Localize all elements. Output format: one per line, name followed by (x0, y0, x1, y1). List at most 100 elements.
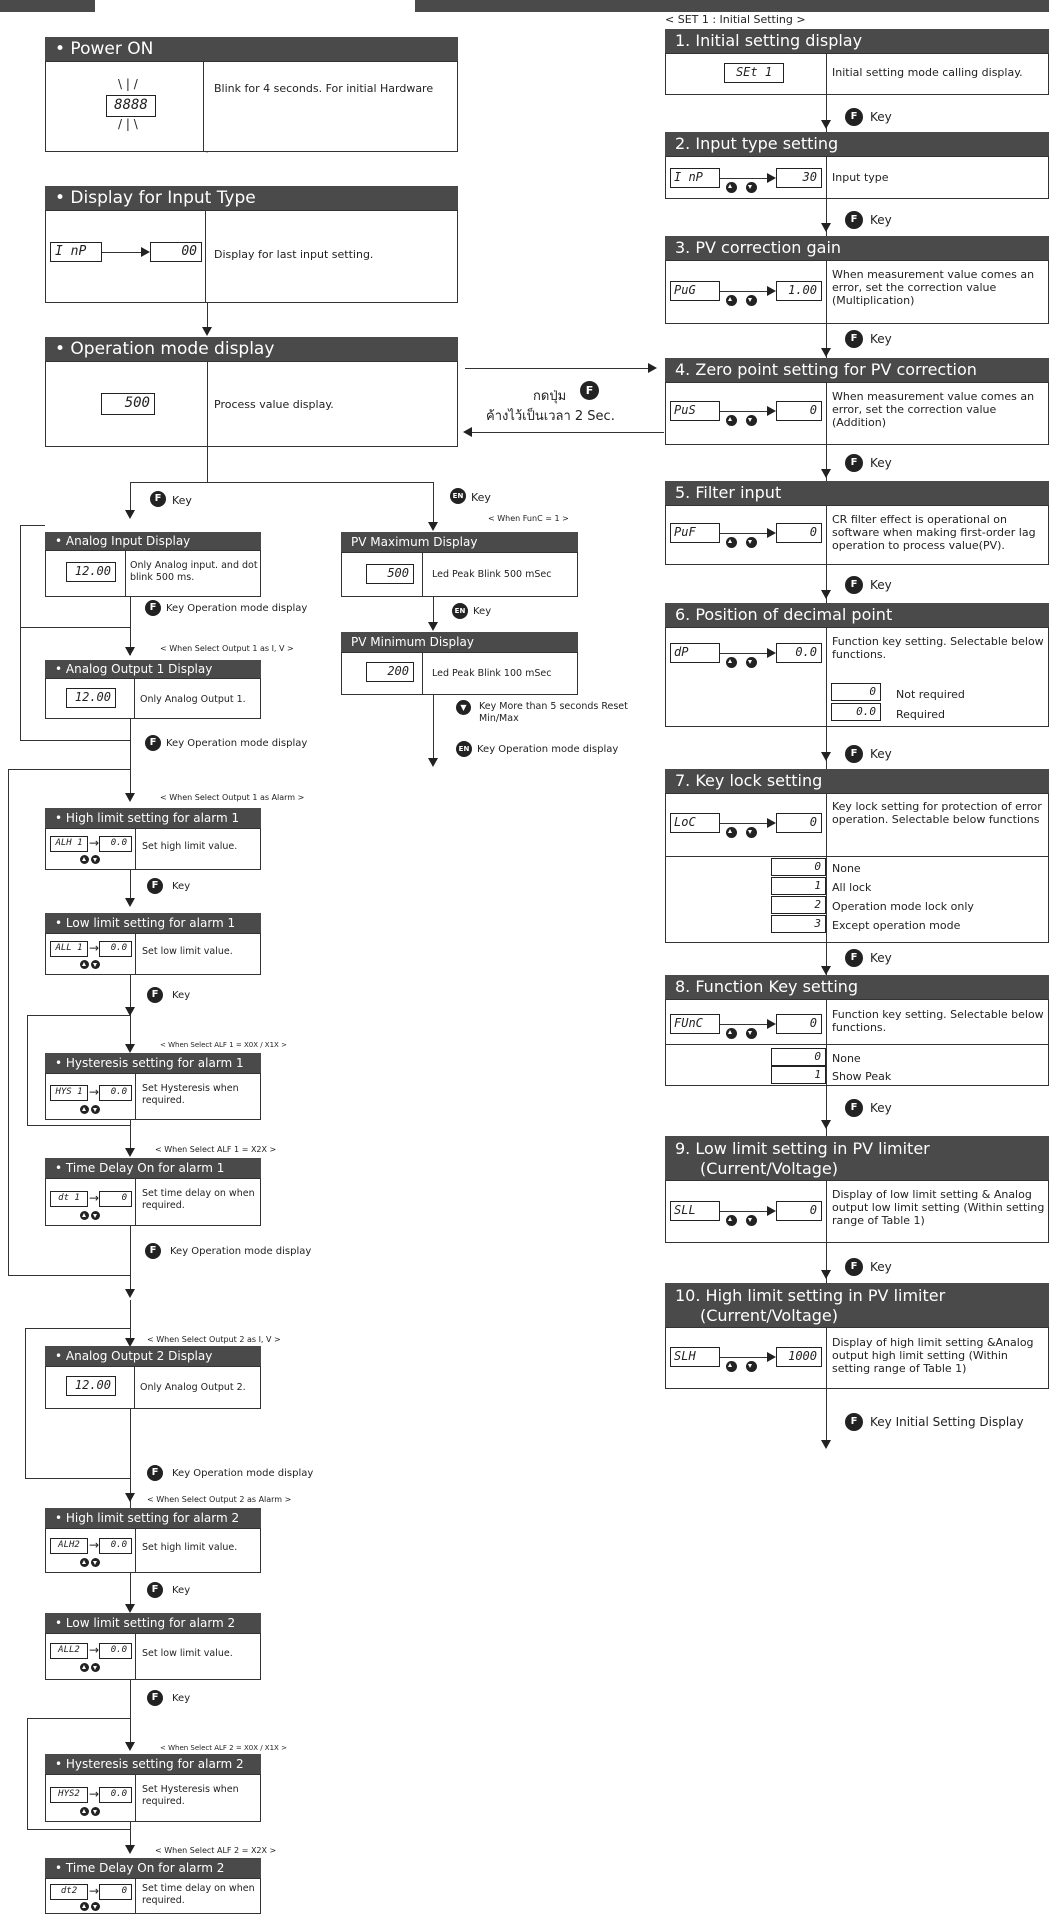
connector (130, 719, 131, 764)
key-label: Key (870, 1101, 892, 1115)
analog-out2-title: • Analog Output 2 Display (45, 1346, 261, 1366)
key-label: Key (870, 213, 892, 227)
en-key-icon: EN (450, 488, 466, 504)
s3-code: PuG (670, 281, 720, 301)
all2-desc: Set low limit value. (142, 1648, 233, 1659)
arrow (821, 1120, 831, 1129)
hold-label: ค้างไว้เป็นเวลา 2 Sec. (486, 409, 615, 424)
up-key-icon (80, 1558, 89, 1567)
analog-out1-title: • Analog Output 1 Display (45, 660, 261, 678)
connector (720, 411, 768, 412)
up-key-icon (726, 537, 737, 548)
s10-title: 10. High limit setting in PV limiter (675, 1286, 946, 1305)
hys1-title: • Hysteresis setting for alarm 1 (45, 1053, 261, 1073)
key-opmode-label: Key Operation mode display (166, 603, 308, 614)
s3-title: 3. PV correction gain (665, 236, 1049, 260)
analog-out2-desc: Only Analog Output 2. (140, 1382, 246, 1393)
s6-opt-label: Required (896, 708, 945, 721)
s10-title-block: 10. High limit setting in PV limiter (Cu… (665, 1283, 1049, 1327)
arrow (821, 223, 831, 232)
opmode-desc: Process value display. (214, 398, 334, 411)
s9-title-block: 9. Low limit setting in PV limiter (Curr… (665, 1136, 1049, 1180)
dt1-value: 0 (99, 1191, 132, 1207)
connector (720, 1357, 768, 1358)
input-type-desc: Display for last input setting. (214, 248, 374, 261)
f-key-icon: F (150, 491, 166, 507)
key-label: Key (870, 1260, 892, 1274)
alh1-value: 0.0 (99, 836, 132, 852)
connector (465, 368, 649, 369)
en-key-icon: EN (456, 741, 472, 757)
s2-code: I nP (670, 168, 720, 188)
s7-panel (665, 793, 1049, 943)
down-key-icon (91, 1807, 100, 1816)
key-label: Key (172, 1585, 191, 1596)
when-func-note: < When FunC = 1 > (488, 514, 569, 523)
banner-right (415, 0, 1049, 12)
dt2-title: • Time Delay On for alarm 2 (45, 1858, 261, 1878)
f-key-icon: F (845, 576, 863, 594)
loop-line (25, 1478, 130, 1479)
s7-value: 0 (776, 813, 822, 833)
power-desc: Blink for 4 seconds. For initial Hardwar… (214, 82, 434, 95)
connector (433, 597, 434, 627)
f-key-icon: F (580, 381, 599, 400)
connector (720, 1211, 768, 1212)
s5-value: 0 (776, 523, 822, 543)
arrow (125, 1493, 135, 1502)
arrow (767, 1352, 776, 1362)
connector (720, 291, 768, 292)
arrow (767, 173, 776, 183)
arrow (767, 406, 776, 416)
arrow (125, 510, 135, 519)
s3-value: 1.00 (776, 281, 822, 301)
arrow (125, 793, 135, 802)
s8-opt-label: None (832, 1052, 861, 1065)
down-key-icon (746, 827, 757, 838)
loop-line (27, 1829, 130, 1830)
up-key-icon (80, 960, 89, 969)
blink-rays-top-icon: \ | / (118, 77, 138, 91)
connector (720, 1024, 768, 1025)
arrow (125, 1604, 135, 1613)
connector (130, 764, 131, 799)
pv-min-display: 200 (366, 662, 414, 682)
key-label: Key (172, 1693, 191, 1704)
pv-min-title: PV Minimum Display (341, 632, 578, 652)
s4-value: 0 (776, 401, 822, 421)
down-key-icon (91, 1211, 100, 1220)
up-key-icon (726, 1215, 737, 1226)
s2-value: 30 (776, 168, 822, 188)
s7-opt-value: 0 (771, 858, 826, 876)
all2-code: ALL2 (50, 1643, 88, 1659)
s5-title: 5. Filter input (665, 481, 1049, 505)
pv-max-title: PV Maximum Display (341, 532, 578, 552)
hys2-code: HYS2 (50, 1787, 88, 1803)
connector (130, 1015, 131, 1050)
s2-desc: Input type (832, 171, 889, 184)
arrow (767, 1019, 776, 1029)
alh2-value: 0.0 (99, 1538, 132, 1554)
alh1-desc: Set high limit value. (142, 841, 238, 852)
arrow (767, 528, 776, 538)
arrow-icon: → (89, 836, 100, 850)
s7-opt-label: Operation mode lock only (832, 900, 974, 913)
f-key-icon: F (147, 1465, 163, 1481)
s4-desc: When measurement value comes an error, s… (832, 390, 1035, 429)
connector (720, 178, 768, 179)
reset-key-label: Key More than 5 seconds Reset Min/Max (479, 701, 628, 724)
all1-code: ALL 1 (50, 941, 88, 957)
s10-desc: Display of high limit setting &Analog ou… (832, 1336, 1034, 1375)
analog-out1-desc: Only Analog Output 1. (140, 694, 246, 705)
connector (130, 597, 131, 625)
all1-value: 0.0 (99, 941, 132, 957)
blink-rays-bottom-icon: / | \ (118, 117, 138, 131)
when-out2-iv-note: < When Select Output 2 as I, V > (147, 1335, 281, 1344)
arrow (125, 1338, 135, 1347)
alh2-title: • High limit setting for alarm 2 (45, 1508, 261, 1528)
arrow (125, 1289, 135, 1298)
connector (472, 432, 664, 433)
loop-line (27, 1718, 28, 1829)
banner-left (0, 0, 95, 12)
arrow (821, 752, 831, 761)
